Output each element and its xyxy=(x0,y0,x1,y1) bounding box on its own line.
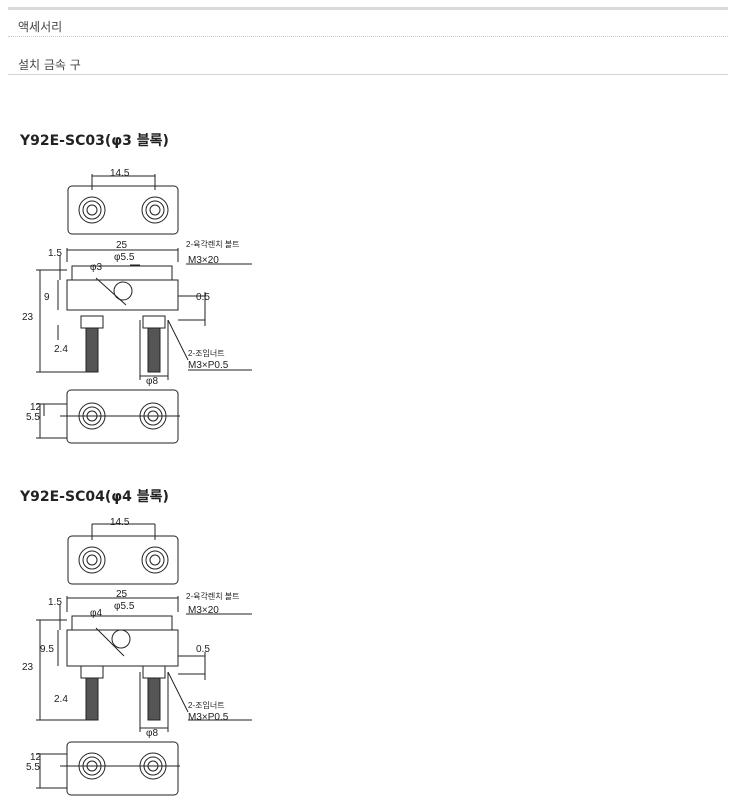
dim-top-width-2: 14.5 xyxy=(110,517,130,528)
section-accessories[interactable]: 액세서리 xyxy=(8,12,728,37)
dim-bottom-c: 5.5 xyxy=(26,412,40,423)
dim-bottom-c-2: 5.5 xyxy=(26,762,40,773)
dim-hole-dia-2: φ4 xyxy=(90,608,102,619)
dim-nut-dia: φ8 xyxy=(146,376,158,387)
dim-nut-dia-2: φ8 xyxy=(146,728,158,739)
dim-stud: 2.4 xyxy=(54,344,68,355)
top-divider xyxy=(8,7,728,10)
callout-nut-2: 2-조임너트 xyxy=(188,700,225,710)
dim-thickness-2: 0.5 xyxy=(196,644,210,655)
model-title-sc04: Y92E-SC04(φ4 블록) xyxy=(20,489,169,505)
callout-bolt-spec-2: M3×20 xyxy=(188,605,219,616)
dim-total-width: 25 xyxy=(116,240,128,251)
dim-thickness: 0.5 xyxy=(196,292,210,303)
callout-nut: 2-조임너트 xyxy=(188,348,225,358)
dim-bottom-h: 12 xyxy=(30,402,42,413)
dim-pitch-dia-2: φ5.5 xyxy=(114,601,135,612)
dim-height-a: 9 xyxy=(44,292,50,303)
dim-pitch-dia: φ5.5 xyxy=(114,252,135,263)
dim-hole-dia: φ3 xyxy=(90,262,102,273)
dim-height-total-2: 23 xyxy=(22,662,34,673)
section-accessories-label: 액세서리 xyxy=(18,20,63,34)
dim-total-width-2: 25 xyxy=(116,589,128,600)
section-mounting-bracket[interactable]: 설치 금속 구 xyxy=(8,50,728,75)
callout-bolt: 2-육각렌치 볼트 xyxy=(186,239,240,249)
callout-bolt-2: 2-육각렌치 볼트 xyxy=(186,591,240,601)
dim-top-width: 14.5 xyxy=(110,168,130,179)
model-title-sc03: Y92E-SC03(φ3 블록) xyxy=(20,133,169,149)
dim-bottom-h-2: 12 xyxy=(30,752,42,763)
callout-bolt-spec: M3×20 xyxy=(188,255,219,266)
dim-offset: 1.5 xyxy=(48,248,62,259)
dim-stud-2: 2.4 xyxy=(54,694,68,705)
dim-height-total: 23 xyxy=(22,312,34,323)
callout-nut-spec: M3×P0.5 xyxy=(188,360,229,371)
section-mounting-bracket-label: 설치 금속 구 xyxy=(18,58,81,72)
callout-nut-spec-2: M3×P0.5 xyxy=(188,712,229,723)
dim-height-a-2: 9.5 xyxy=(40,644,54,655)
dim-offset-2: 1.5 xyxy=(48,597,62,608)
